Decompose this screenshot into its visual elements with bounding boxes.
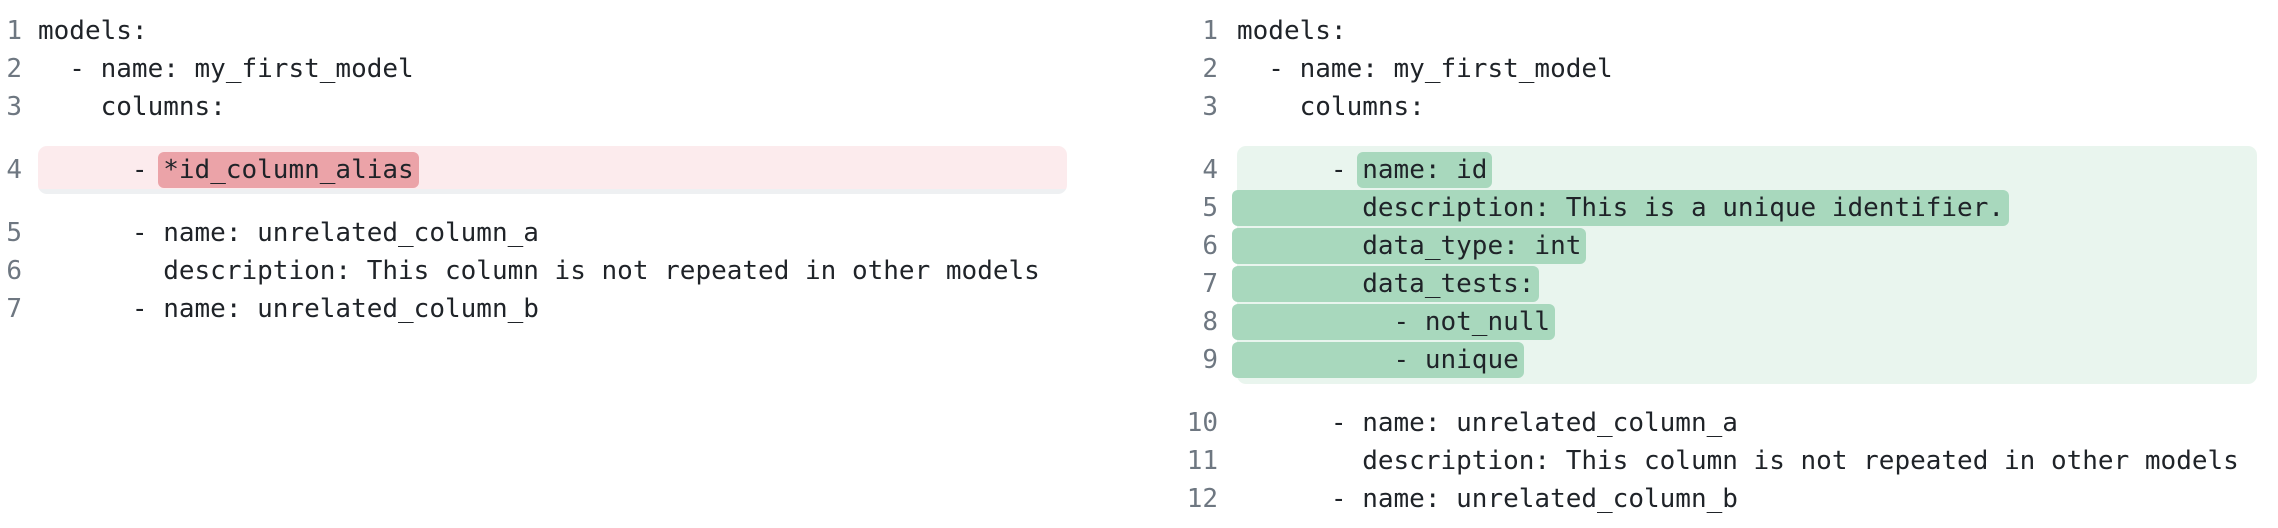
line-number: 11 <box>1186 446 1218 476</box>
code-segment: - <box>1237 155 1363 185</box>
code-segment: - name: my_first_model <box>38 54 414 84</box>
code-segment: description: This column is not repeated… <box>38 256 1040 286</box>
line-number: 5 <box>6 218 22 248</box>
code-text: data_type: int <box>1232 227 2278 265</box>
code-text: description: This column is not repeated… <box>38 252 1139 290</box>
code-line: 1 models: <box>1139 12 2278 50</box>
code-line: 3 columns: <box>0 88 1139 126</box>
code-text: data_tests: <box>1232 265 2278 303</box>
code-line: 7 data_tests: <box>1139 265 2278 303</box>
line-number: 4 <box>6 155 22 185</box>
line-number: 6 <box>6 256 22 286</box>
code-segment: - name: unrelated_column_a <box>38 218 539 248</box>
code-line: 4 - name: id <box>1139 151 2278 189</box>
line-number: 1 <box>1202 16 1218 46</box>
inline-diff-highlight: data_type: int <box>1232 228 1587 264</box>
code-line: 3 columns: <box>1139 88 2278 126</box>
code-segment: - <box>38 155 164 185</box>
line-number: 2 <box>6 54 22 84</box>
code-text: columns: <box>1237 88 2278 126</box>
line-number: 7 <box>1202 269 1218 299</box>
code-text: - name: unrelated_column_a <box>1237 404 2278 442</box>
code-line: 7 - name: unrelated_column_b <box>0 290 1139 328</box>
line-number: 2 <box>1202 54 1218 84</box>
code-line: 5 - name: unrelated_column_a <box>0 214 1139 252</box>
code-text: - unique <box>1232 341 2278 379</box>
line-number: 9 <box>1202 345 1218 375</box>
code-line: 8 - not_null <box>1139 303 2278 341</box>
code-text: - name: my_first_model <box>1237 50 2278 88</box>
code-text: - name: unrelated_column_a <box>38 214 1139 252</box>
line-number: 8 <box>1202 307 1218 337</box>
line-number: 12 <box>1186 484 1218 514</box>
code-segment: - name: unrelated_column_b <box>38 294 539 324</box>
code-text: - not_null <box>1232 303 2278 341</box>
code-segment: models: <box>38 16 148 46</box>
line-number: 7 <box>6 294 22 324</box>
code-line: 4 - *id_column_alias <box>0 151 1139 189</box>
inline-diff-highlight: - not_null <box>1232 304 1556 340</box>
code-text: description: This column is not repeated… <box>1237 442 2278 480</box>
line-number: 3 <box>1202 92 1218 122</box>
code-line: 6 description: This column is not repeat… <box>0 252 1139 290</box>
code-line: 11 description: This column is not repea… <box>1139 442 2278 480</box>
code-segment: description: This column is not repeated… <box>1237 446 2239 476</box>
code-line: 1 models: <box>0 12 1139 50</box>
line-number: 3 <box>6 92 22 122</box>
line-number: 4 <box>1202 155 1218 185</box>
code-line: 5 description: This is a unique identifi… <box>1139 189 2278 227</box>
code-segment: columns: <box>1237 92 1425 122</box>
code-segment: - name: unrelated_column_a <box>1237 408 1738 438</box>
code-text: - name: unrelated_column_b <box>1237 480 2278 518</box>
inline-diff-highlight: name: id <box>1357 152 1493 188</box>
line-number: 5 <box>1202 193 1218 223</box>
code-text: models: <box>38 12 1139 50</box>
inline-diff-highlight: - unique <box>1232 342 1524 378</box>
code-segment: models: <box>1237 16 1347 46</box>
inline-diff-highlight: *id_column_alias <box>158 152 419 188</box>
line-number: 6 <box>1202 231 1218 261</box>
code-line: 2 - name: my_first_model <box>1139 50 2278 88</box>
code-text: columns: <box>38 88 1139 126</box>
code-text: - name: unrelated_column_b <box>38 290 1139 328</box>
removed-hunk: 4 - *id_column_alias <box>0 146 1139 194</box>
inline-diff-highlight: data_tests: <box>1232 266 1540 302</box>
code-segment: columns: <box>38 92 226 122</box>
code-text: models: <box>1237 12 2278 50</box>
line-number: 1 <box>6 16 22 46</box>
code-line: 6 data_type: int <box>1139 227 2278 265</box>
code-line: 9 - unique <box>1139 341 2278 379</box>
code-segment: - name: unrelated_column_b <box>1237 484 1738 514</box>
code-line: 10 - name: unrelated_column_a <box>1139 404 2278 442</box>
alignment-filler-band <box>38 189 1067 194</box>
code-text: - name: my_first_model <box>38 50 1139 88</box>
inline-diff-highlight: description: This is a unique identifier… <box>1232 190 2010 226</box>
code-text: - *id_column_alias <box>38 151 1139 189</box>
code-line: 2 - name: my_first_model <box>0 50 1139 88</box>
code-line: 12 - name: unrelated_column_b <box>1139 480 2278 518</box>
code-segment: - name: my_first_model <box>1237 54 1613 84</box>
code-text: description: This is a unique identifier… <box>1232 189 2278 227</box>
line-number: 10 <box>1186 408 1218 438</box>
code-text: - name: id <box>1237 151 2278 189</box>
